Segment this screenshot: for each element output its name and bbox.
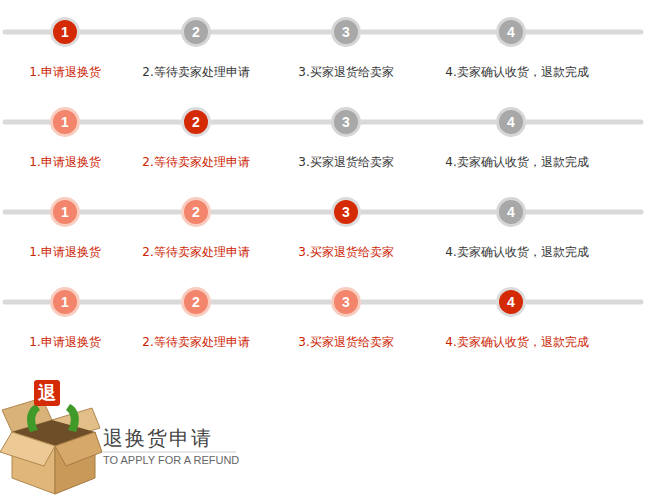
step-number: 1 — [61, 205, 69, 219]
progress-bar — [80, 210, 181, 215]
step-label: 1.申请退换货 — [29, 335, 100, 349]
return-icon: 退 — [34, 380, 60, 406]
title-rule — [103, 452, 236, 453]
progress-bar — [211, 30, 331, 35]
step-circle: 4 — [496, 287, 526, 317]
bar-ends — [5, 32, 641, 302]
step-number: 4 — [507, 25, 515, 39]
step-label: 4.卖家确认收货，退款完成 — [445, 155, 588, 169]
progress-bar — [211, 120, 331, 125]
box-flap — [0, 432, 55, 466]
step-number: 2 — [192, 295, 200, 309]
step-label: 1.申请退换货 — [29, 245, 100, 259]
step-circle: 3 — [331, 197, 361, 227]
bar-end — [5, 120, 52, 125]
step-number: 4 — [507, 115, 515, 129]
step-circle: 4 — [496, 17, 526, 47]
step-number: 2 — [192, 115, 200, 129]
box-flap — [55, 432, 102, 466]
step-circle: 3 — [331, 287, 361, 317]
step-number: 4 — [507, 205, 515, 219]
step-label: 3.买家退货给卖家 — [298, 65, 393, 79]
progress-bar — [361, 30, 496, 35]
step-circle: 4 — [496, 197, 526, 227]
title-text: 退换货申请 — [103, 427, 213, 449]
step-circle: 3 — [331, 107, 361, 137]
step-circle: 4 — [496, 107, 526, 137]
step-label: 4.卖家确认收货，退款完成 — [445, 245, 588, 259]
bar-end — [5, 300, 52, 305]
bar-end — [5, 210, 52, 215]
step-number: 2 — [192, 205, 200, 219]
bar-end — [524, 210, 641, 215]
hand — [66, 404, 79, 432]
bar-end — [5, 30, 52, 35]
step-label: 2.等待卖家处理申请 — [142, 335, 249, 349]
step-number: 4 — [507, 295, 515, 309]
bar-end — [524, 120, 641, 125]
progress-bar — [211, 210, 331, 215]
step-label: 3.买家退货给卖家 — [298, 335, 393, 349]
progress-bar — [361, 300, 496, 305]
progress-bar — [80, 30, 181, 35]
step-circle: 1 — [50, 17, 80, 47]
step-circle: 2 — [181, 17, 211, 47]
step-number: 2 — [192, 25, 200, 39]
step-circle: 3 — [331, 17, 361, 47]
step-label: 4.卖家确认收货，退款完成 — [445, 65, 588, 79]
step-label: 2.等待卖家处理申请 — [142, 65, 249, 79]
step-circle: 2 — [181, 107, 211, 137]
step-label: 3.买家退货给卖家 — [298, 245, 393, 259]
bar-end — [524, 300, 641, 305]
step-label: 4.卖家确认收货，退款完成 — [445, 335, 588, 349]
step-number: 1 — [61, 295, 69, 309]
progress-bar — [361, 210, 496, 215]
step-label: 2.等待卖家处理申请 — [142, 155, 249, 169]
step-number: 1 — [61, 25, 69, 39]
step-number: 3 — [342, 25, 350, 39]
step-label: 1.申请退换货 — [29, 155, 100, 169]
step-circle: 2 — [181, 287, 211, 317]
progress-bar — [80, 300, 181, 305]
progress-bar — [211, 300, 331, 305]
progress-bar — [80, 120, 181, 125]
step-label: 2.等待卖家处理申请 — [142, 245, 249, 259]
step-number: 3 — [342, 115, 350, 129]
step-circle: 1 — [50, 107, 80, 137]
step-circle: 2 — [181, 197, 211, 227]
step-label: 1.申请退换货 — [29, 65, 100, 79]
subtitle-text: TO APPLY FOR A REFUND — [103, 454, 239, 467]
step-number: 1 — [61, 115, 69, 129]
step-circle: 1 — [50, 287, 80, 317]
step-number: 3 — [342, 205, 350, 219]
bar-end — [524, 30, 641, 35]
box-illustration — [0, 398, 102, 494]
progress-bar — [361, 120, 496, 125]
step-number: 3 — [342, 295, 350, 309]
step-label: 3.买家退货给卖家 — [298, 155, 393, 169]
step-circle: 1 — [50, 197, 80, 227]
hand — [27, 404, 40, 432]
